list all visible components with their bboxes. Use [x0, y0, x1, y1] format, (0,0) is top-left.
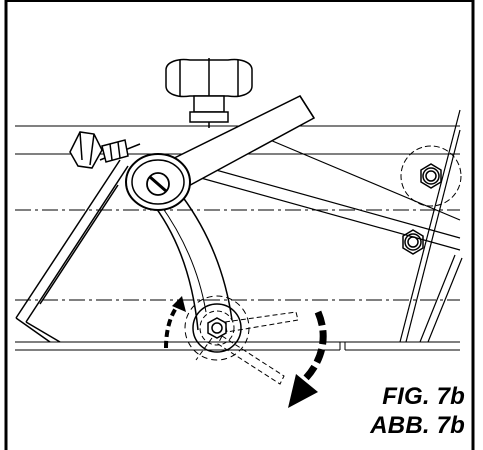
lower-pivot	[184, 295, 250, 361]
curved-link	[149, 195, 233, 331]
lower-right-nut	[402, 229, 424, 255]
frame	[4, 0, 475, 450]
pivot-washer	[125, 153, 191, 211]
counterclockwise-arrow	[164, 303, 180, 349]
star-knob	[165, 58, 253, 128]
figure-caption-en: FIG. 7b	[382, 383, 465, 410]
left-bracket	[15, 143, 141, 343]
figure-caption-de: ABB. 7b	[370, 412, 465, 439]
clockwise-arrowhead	[288, 374, 318, 408]
left-hex-bolt	[69, 131, 129, 169]
alternate-positions	[195, 311, 299, 385]
counterclockwise-arrowhead	[172, 296, 186, 312]
clockwise-arrow	[297, 310, 327, 387]
upper-right-nut	[400, 145, 462, 207]
